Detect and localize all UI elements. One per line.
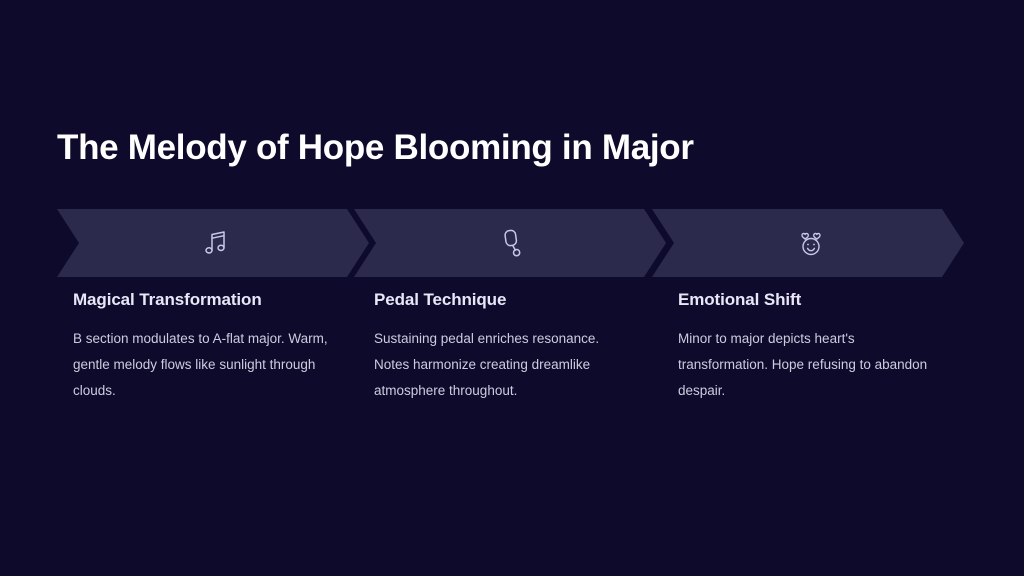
- content-column-3: Emotional Shift Minor to major depicts h…: [678, 290, 936, 404]
- column-title: Pedal Technique: [374, 290, 507, 309]
- music-note-icon: [203, 229, 229, 257]
- column-title: Magical Transformation: [73, 290, 262, 309]
- column-title: Emotional Shift: [678, 290, 802, 309]
- sustain-pedal-icon: [500, 228, 526, 258]
- column-body: Minor to major depicts heart's transform…: [678, 331, 928, 399]
- smiley-hearts-icon: [796, 229, 826, 257]
- content-column-2: Pedal Technique Sustaining pedal enriche…: [374, 290, 632, 404]
- chevron-banner-1[interactable]: [57, 209, 369, 277]
- chevron-banner-3[interactable]: [652, 209, 964, 277]
- column-body: B section modulates to A-flat major. War…: [73, 331, 328, 399]
- column-body: Sustaining pedal enriches resonance. Not…: [374, 331, 600, 399]
- page-title: The Melody of Hope Blooming in Major: [57, 128, 694, 167]
- chevron-banner-row: [57, 209, 964, 277]
- chevron-banner-2[interactable]: [354, 209, 666, 277]
- content-column-1: Magical Transformation B section modulat…: [73, 290, 331, 404]
